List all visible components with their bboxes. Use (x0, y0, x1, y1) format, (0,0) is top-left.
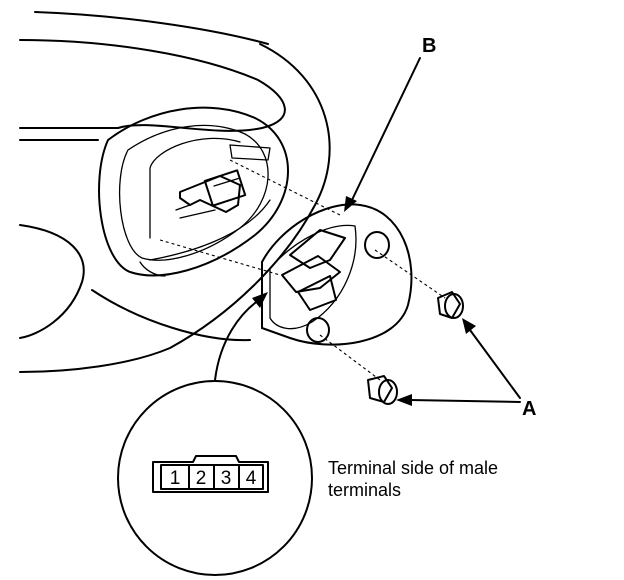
pin-1-label: 1 (170, 468, 181, 489)
caption-line-2: terminals (328, 480, 401, 500)
hub-recess (98, 106, 289, 277)
pin-3-label: 3 (221, 468, 232, 489)
label-b: B (422, 35, 436, 57)
screw-lower (367, 375, 398, 405)
leader-arrows (214, 57, 521, 406)
connector-inset (117, 380, 313, 576)
alignment-lines (159, 159, 446, 381)
hub-connector (175, 144, 271, 219)
switch-cover-b (261, 203, 413, 346)
pin-2-label: 2 (196, 468, 207, 489)
steering-wheel-outline (19, 11, 331, 373)
label-a: A (522, 398, 536, 420)
screw-upper (437, 291, 464, 319)
caption-line-1: Terminal side of male (328, 458, 498, 478)
pin-4-label: 4 (246, 468, 257, 489)
